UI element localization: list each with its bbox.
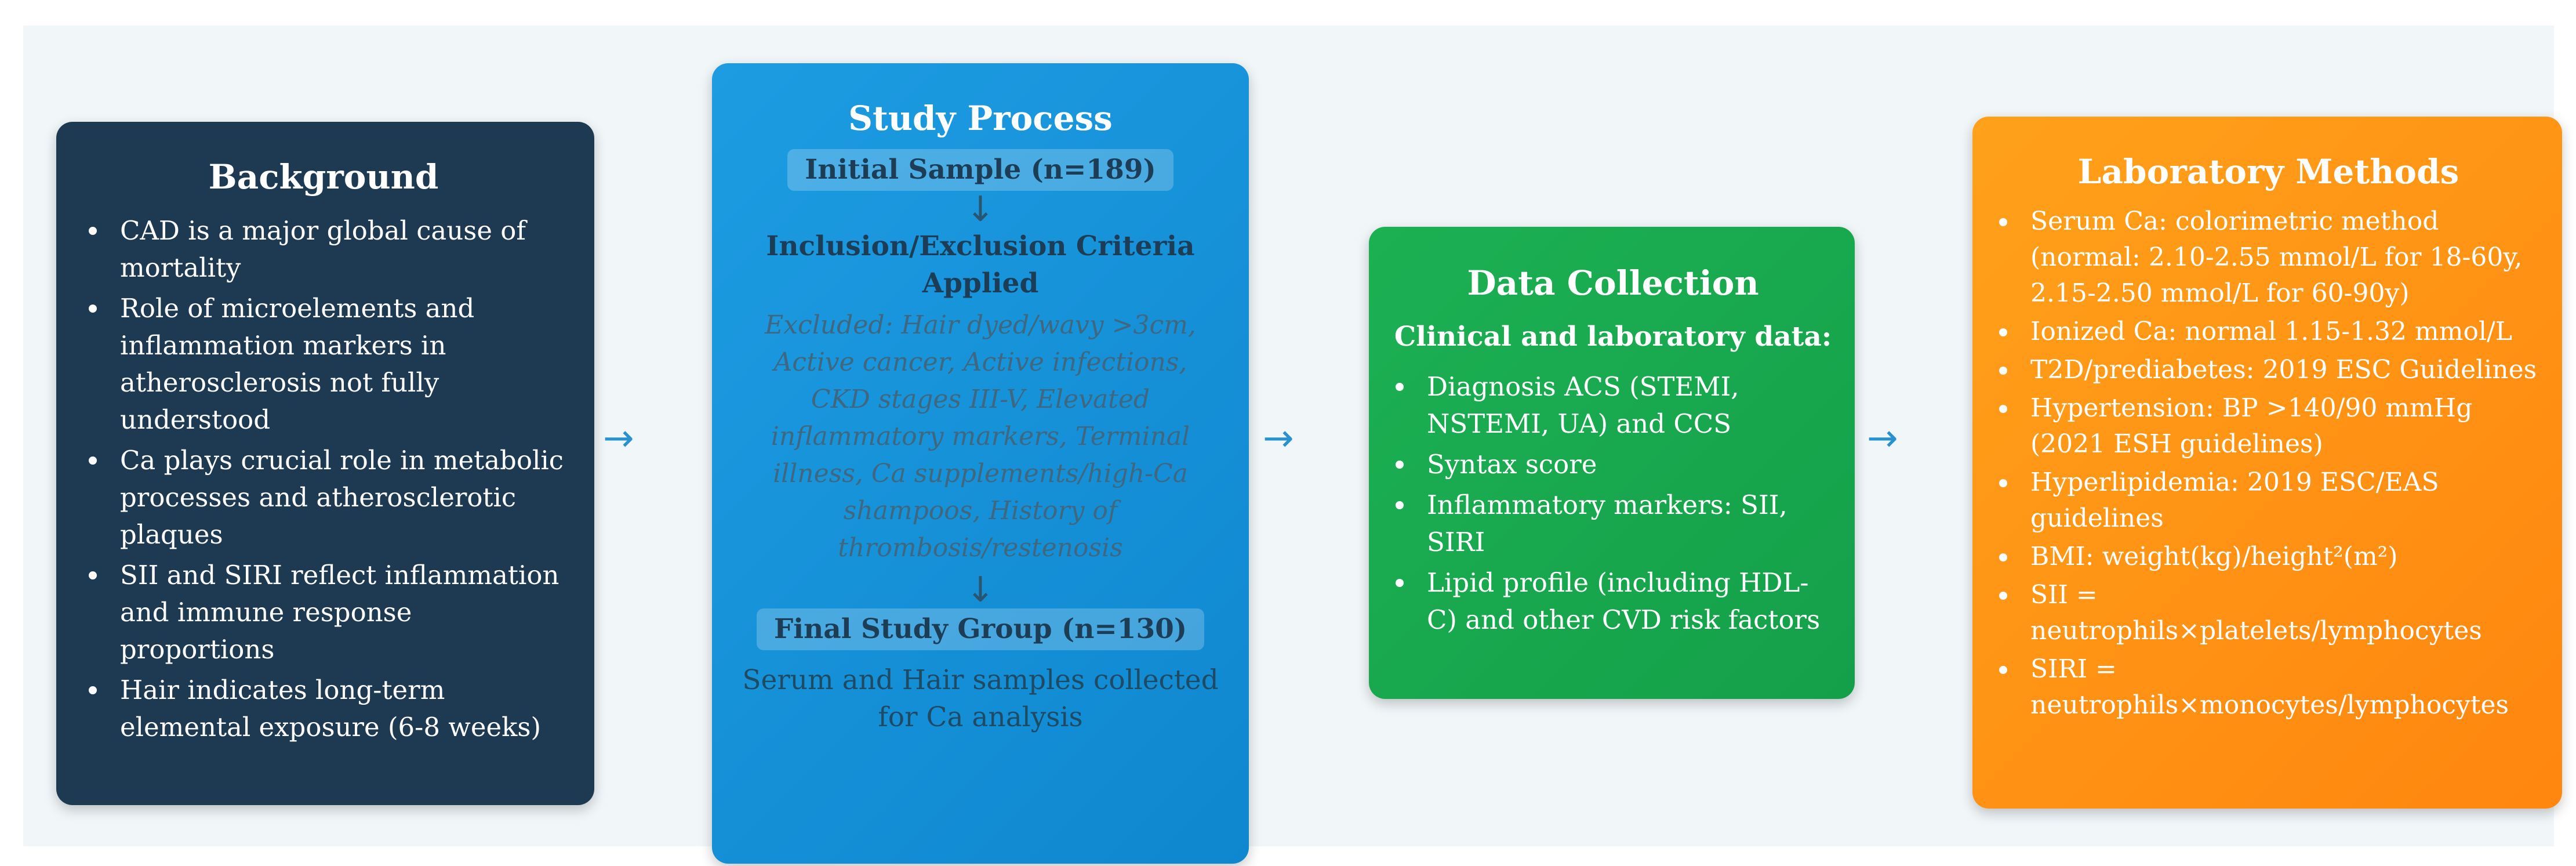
data-collection-item: Lipid profile (including HDL-C) and othe… <box>1389 564 1837 639</box>
lab-methods-title: Laboratory Methods <box>2077 152 2459 191</box>
data-collection-box: Data Collection Clinical and laboratory … <box>1369 227 1855 699</box>
lab-methods-item: Serum Ca: colorimetric method (normal: 2… <box>1992 204 2545 311</box>
background-item: Hair indicates long-term elemental expos… <box>82 672 565 746</box>
initial-sample-badge: Initial Sample (n=189) <box>787 149 1173 191</box>
flow-arrow-icon: → <box>603 417 634 460</box>
lab-methods-item: SIRI = neutrophils×monocytes/lymphocytes <box>1992 651 2545 723</box>
background-item: CAD is a major global cause of mortality <box>82 212 565 287</box>
background-item: SII and SIRI reflect inflammation and im… <box>82 557 565 668</box>
lab-methods-item: SII = neutrophils×platelets/lymphocytes <box>1992 577 2545 649</box>
samples-text: Serum and Hair samples collected for Ca … <box>742 664 1219 733</box>
lab-methods-item: T2D/prediabetes: 2019 ESC Guidelines <box>1992 352 2545 388</box>
background-list: CAD is a major global cause of mortality… <box>82 212 565 746</box>
lab-methods-list: Serum Ca: colorimetric method (normal: 2… <box>1992 204 2545 723</box>
lab-methods-item: Hyperlipidemia: 2019 ESC/EAS guidelines <box>1992 465 2545 537</box>
data-collection-subtitle: Clinical and laboratory data: <box>1394 321 1832 353</box>
down-arrow-icon: ↓ <box>965 189 995 230</box>
data-collection-title: Data Collection <box>1467 263 1759 303</box>
data-collection-item: Syntax score <box>1389 446 1837 483</box>
study-process-box: Study Process Initial Sample (n=189) ↓ I… <box>712 63 1249 864</box>
criteria-heading: Inclusion/Exclusion Criteria Applied <box>766 230 1195 299</box>
background-item: Role of microelements and inflammation m… <box>82 290 565 439</box>
background-item: Ca plays crucial role in metabolic proce… <box>82 442 565 553</box>
lab-methods-item: Ionized Ca: normal 1.15-1.32 mmol/L <box>1992 314 2545 350</box>
data-collection-item: Diagnosis ACS (STEMI, NSTEMI, UA) and CC… <box>1389 368 1837 443</box>
lab-methods-item: BMI: weight(kg)/height²(m²) <box>1992 539 2545 575</box>
down-arrow-icon: ↓ <box>965 570 995 610</box>
lab-methods-box: Laboratory Methods Serum Ca: colorimetri… <box>1972 117 2562 809</box>
data-collection-item: Inflammatory markers: SII, SIRI <box>1389 487 1837 561</box>
background-box: Background CAD is a major global cause o… <box>56 122 594 805</box>
data-collection-list: Diagnosis ACS (STEMI, NSTEMI, UA) and CC… <box>1389 368 1837 639</box>
flow-arrow-icon: → <box>1263 417 1294 460</box>
flow-arrow-icon: → <box>1867 417 1898 460</box>
study-process-title: Study Process <box>848 99 1113 138</box>
lab-methods-item: Hypertension: BP >140/90 mmHg (2021 ESH … <box>1992 390 2545 462</box>
excluded-text: Excluded: Hair dyed/wavy >3cm, Active ca… <box>765 310 1196 563</box>
final-group-badge: Final Study Group (n=130) <box>756 608 1205 650</box>
background-title: Background <box>208 157 439 197</box>
diagram-canvas: Background CAD is a major global cause o… <box>23 26 2562 864</box>
